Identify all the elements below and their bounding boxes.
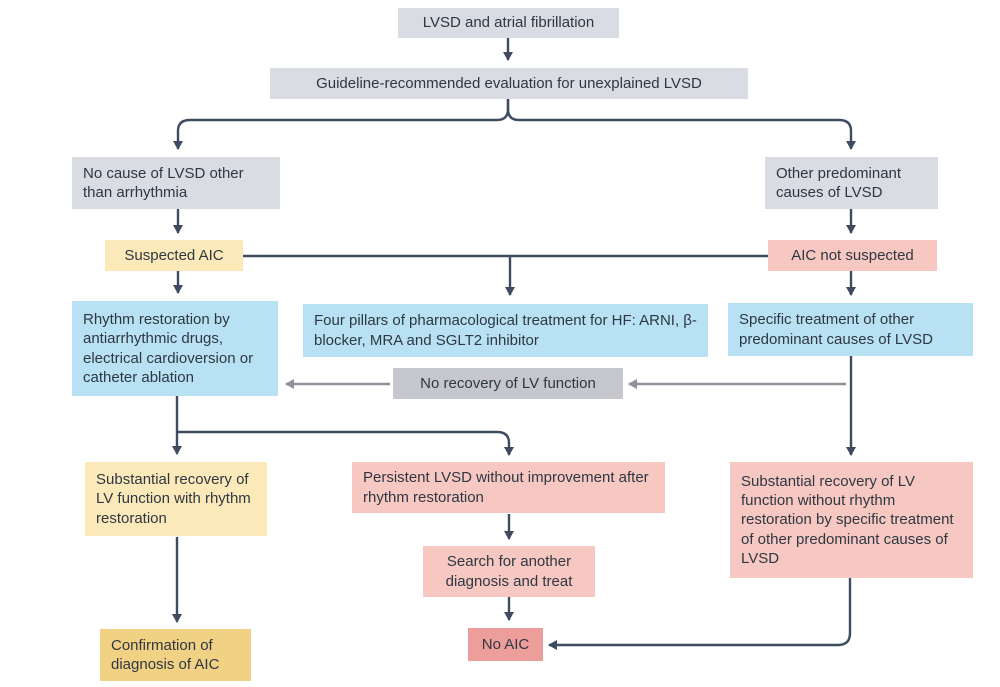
connector-split-right [506, 99, 856, 150]
node-four-pillars-hf-treatment: Four pillars of pharmacological treatmen… [303, 304, 708, 357]
node-substantial-recovery-without-rhythm: Substantial recovery of LV function with… [730, 462, 973, 578]
node-other-predominant-causes: Other predominant causes of LVSD [765, 157, 938, 209]
node-confirmation-of-aic: Confirmation of diagnosis of AIC [100, 629, 251, 681]
connector-substantialright-noaic [548, 578, 852, 650]
node-no-aic: No AIC [468, 628, 543, 661]
node-aic-not-suspected: AIC not suspected [768, 240, 937, 271]
node-no-recovery-lv-function: No recovery of LV function [393, 368, 623, 399]
node-rhythm-restoration: Rhythm restoration by antiarrhythmic dru… [72, 301, 278, 396]
node-guideline-evaluation: Guideline-recommended evaluation for une… [270, 68, 748, 99]
node-persistent-lvsd: Persistent LVSD without improvement afte… [352, 462, 665, 513]
node-lvsd-atrial-fibrillation: LVSD and atrial fibrillation [398, 8, 619, 38]
node-no-cause-other-than-arrhythmia: No cause of LVSD other than arrhythmia [72, 157, 280, 209]
node-suspected-aic: Suspected AIC [105, 240, 243, 271]
connector-split-left [173, 99, 510, 150]
node-search-another-diagnosis: Search for another diagnosis and treat [423, 546, 595, 597]
node-specific-treatment-other-causes: Specific treatment of other predominant … [728, 303, 973, 356]
connector-rhythm-persistent [177, 430, 514, 456]
node-substantial-recovery-with-rhythm: Substantial recovery of LV function with… [85, 462, 267, 536]
